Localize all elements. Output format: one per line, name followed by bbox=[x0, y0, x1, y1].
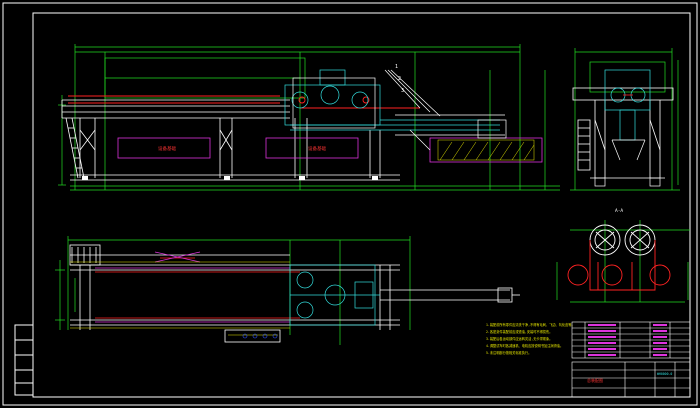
mid-pit-label: 设备基础 bbox=[308, 145, 326, 152]
front-conveyor-frame bbox=[61, 99, 400, 181]
technical-note-4: 4.调整试车时各减速机、电机应按说明书加注润滑油。 bbox=[486, 343, 563, 348]
technical-note-5: 5.未注明部分按相关标准执行。 bbox=[486, 350, 531, 355]
plan-chain-lines bbox=[95, 257, 300, 319]
front-dimension-lines bbox=[58, 44, 560, 191]
front-foundation-hatch bbox=[437, 139, 535, 161]
side-dimension-lines bbox=[570, 48, 680, 191]
title-block-drawing-title: 总装配图 bbox=[587, 377, 603, 383]
detail-dimension-lines bbox=[556, 220, 690, 303]
detail-chain-loop bbox=[567, 240, 671, 291]
technical-note-2: 2.各密封件装配前应浸透油,安装时不得损伤。 bbox=[486, 329, 552, 334]
front-drive-outline bbox=[292, 69, 507, 151]
leader-number-3: 3 bbox=[401, 88, 404, 94]
plan-drive-assembly bbox=[289, 264, 380, 326]
plan-view bbox=[55, 236, 520, 345]
parts-list-fill bbox=[588, 324, 667, 356]
title-block-drawing-number: WH0000-0 bbox=[657, 372, 672, 376]
detail-view-tag: A-A bbox=[615, 208, 623, 214]
title-block bbox=[571, 361, 691, 398]
side-base bbox=[594, 139, 661, 187]
technical-note-3: 3.装配后各运动部件应运转灵活,无卡滞现象。 bbox=[486, 336, 552, 341]
front-elevation-view: 设备基础 设备基础 bbox=[58, 44, 560, 191]
front-anchor-bolts bbox=[82, 176, 378, 180]
leader-number-2: 2 bbox=[398, 76, 401, 82]
side-view bbox=[570, 48, 680, 191]
plan-push-rod bbox=[380, 287, 520, 303]
parts-list-table bbox=[571, 321, 691, 359]
plan-guide-rails bbox=[95, 251, 290, 323]
side-frame bbox=[572, 87, 674, 179]
left-pit-label: 设备基础 bbox=[158, 145, 176, 152]
technical-note-1: 1.装配前所有零件应清洗干净,不得有毛刺、飞边、氧化皮等。 bbox=[486, 322, 575, 327]
technical-notes: 1.装配前所有零件应清洗干净,不得有毛刺、飞边、氧化皮等。 2.各密封件装配前应… bbox=[486, 322, 575, 355]
sprocket-detail-view: A-A bbox=[556, 208, 690, 303]
plan-blue-bolts bbox=[242, 333, 278, 339]
leader-number-1: 1 bbox=[395, 64, 398, 70]
